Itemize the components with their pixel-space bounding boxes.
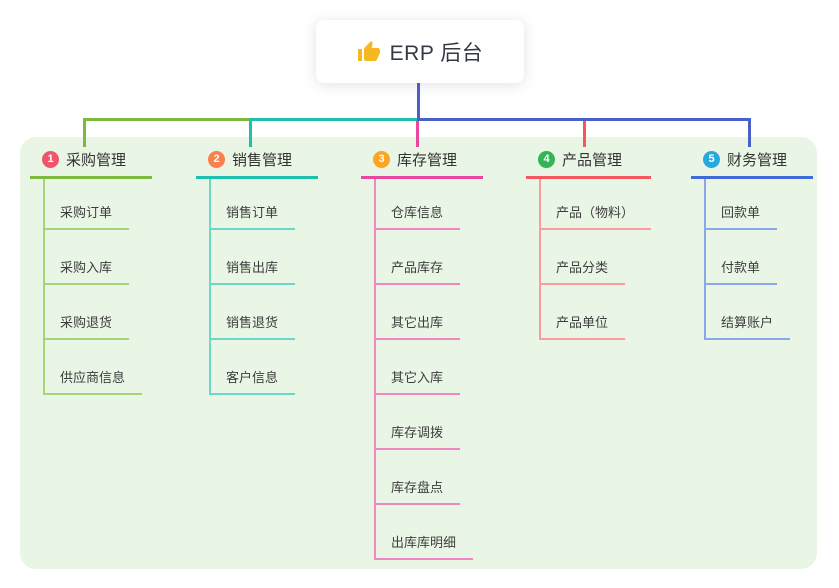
child-node-label-4-1[interactable]: 产品（物料）	[556, 205, 635, 220]
branch-4: 4 产品管理产品（物料） 产品分类产品单位	[526, 145, 652, 340]
child-node: 其它入库	[376, 340, 461, 395]
child-node: 产品单位	[541, 285, 626, 340]
child-node: 产品（物料）	[541, 179, 652, 230]
child-node: 供应商信息	[45, 340, 143, 395]
root-node-erp[interactable]: ERP 后台	[316, 20, 524, 83]
child-node-label-3-1[interactable]: 仓库信息	[391, 205, 444, 220]
child-node: 仓库信息	[376, 179, 461, 230]
branches-background-panel	[20, 137, 817, 569]
child-node-label-2-4[interactable]: 客户信息	[226, 370, 279, 385]
branch-drop-line-4	[583, 121, 586, 147]
child-node-label-3-4[interactable]: 其它入库	[391, 370, 444, 385]
branch-children-1: 采购订单采购入库采购退货供应商信息	[43, 179, 152, 395]
child-node-label-5-2[interactable]: 付款单	[721, 260, 761, 275]
child-node: 库存调拨	[376, 395, 461, 450]
branch-3: 3 库存管理仓库信息产品库存其它出库其它入库库存调拨库存盘点出库库明细	[361, 145, 483, 560]
child-node: 付款单	[706, 230, 778, 285]
branch-number-badge: 4	[538, 150, 555, 168]
child-node-label-5-3[interactable]: 结算账户	[721, 315, 774, 330]
child-node-label-2-2[interactable]: 销售出库	[226, 260, 279, 275]
branch-children-3: 仓库信息产品库存其它出库其它入库库存调拨库存盘点出库库明细	[374, 179, 483, 560]
branch-drop-line-2	[249, 121, 252, 147]
branch-children-5: 回款单付款单结算账户	[704, 179, 813, 340]
child-node: 采购订单	[45, 179, 130, 230]
child-node-label-3-3[interactable]: 其它出库	[391, 315, 444, 330]
child-node-label-1-4[interactable]: 供应商信息	[60, 370, 126, 385]
branch-drop-line-5	[748, 121, 751, 147]
branch-number-badge: 5	[703, 150, 720, 168]
child-node-label-3-5[interactable]: 库存调拨	[391, 425, 444, 440]
branch-children-4: 产品（物料） 产品分类产品单位	[539, 179, 652, 340]
branch-number-badge: 3	[373, 150, 390, 168]
branch-title-1[interactable]: 1 采购管理	[30, 145, 152, 179]
child-node: 回款单	[706, 179, 778, 230]
child-node-label-1-2[interactable]: 采购入库	[60, 260, 113, 275]
branch-title-label: 财务管理	[727, 151, 788, 169]
child-node: 销售退货	[211, 285, 296, 340]
child-node-label-3-2[interactable]: 产品库存	[391, 260, 444, 275]
branch-title-4[interactable]: 4 产品管理	[526, 145, 652, 179]
child-node: 其它出库	[376, 285, 461, 340]
branch-title-label: 库存管理	[397, 151, 458, 169]
branch-number-badge: 1	[42, 150, 59, 168]
child-node: 产品分类	[541, 230, 626, 285]
child-node: 客户信息	[211, 340, 296, 395]
child-node-label-4-2[interactable]: 产品分类	[556, 260, 609, 275]
child-node-label-5-1[interactable]: 回款单	[721, 205, 761, 220]
child-node-label-2-1[interactable]: 销售订单	[226, 205, 279, 220]
branch-title-3[interactable]: 3 库存管理	[361, 145, 483, 179]
child-node: 结算账户	[706, 285, 791, 340]
branch-number-badge: 2	[208, 150, 225, 168]
branch-title-2[interactable]: 2 销售管理	[196, 145, 318, 179]
branch-title-label: 产品管理	[562, 151, 623, 169]
child-node: 销售订单	[211, 179, 296, 230]
connector-segment-2	[249, 118, 420, 121]
child-node: 出库库明细	[376, 505, 474, 560]
child-node: 产品库存	[376, 230, 461, 285]
branch-title-5[interactable]: 5 财务管理	[691, 145, 813, 179]
root-connector-line	[417, 83, 420, 121]
child-node: 采购退货	[45, 285, 130, 340]
branch-title-label: 采购管理	[66, 151, 127, 169]
child-node-label-4-3[interactable]: 产品单位	[556, 315, 609, 330]
child-node: 库存盘点	[376, 450, 461, 505]
child-node-label-3-6[interactable]: 库存盘点	[391, 480, 444, 495]
branch-5: 5 财务管理回款单付款单结算账户	[691, 145, 813, 340]
branch-2: 2 销售管理销售订单销售出库销售退货客户信息	[196, 145, 318, 395]
branch-drop-line-3	[416, 121, 419, 147]
branch-title-label: 销售管理	[232, 151, 293, 169]
connector-segment-1	[83, 118, 252, 121]
child-node-label-1-1[interactable]: 采购订单	[60, 205, 113, 220]
child-node: 销售出库	[211, 230, 296, 285]
child-node: 采购入库	[45, 230, 130, 285]
branch-1: 1 采购管理采购订单采购入库采购退货供应商信息	[30, 145, 152, 395]
branch-drop-line-1	[83, 121, 86, 147]
child-node-label-2-3[interactable]: 销售退货	[226, 315, 279, 330]
thumbs-up-icon	[357, 40, 380, 61]
branch-children-2: 销售订单销售出库销售退货客户信息	[209, 179, 318, 395]
connector-segment-right	[417, 118, 751, 121]
child-node-label-1-3[interactable]: 采购退货	[60, 315, 113, 330]
child-node-label-3-7[interactable]: 出库库明细	[391, 535, 457, 550]
root-node-label: ERP 后台	[389, 41, 484, 65]
